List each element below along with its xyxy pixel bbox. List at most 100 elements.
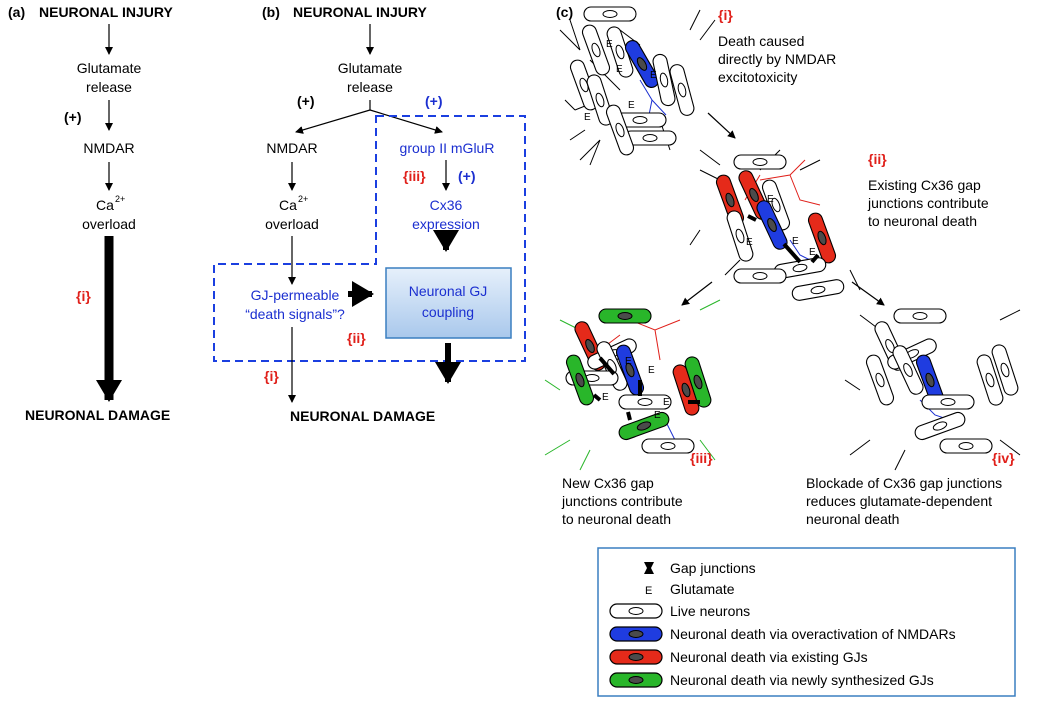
panel-c-text-iv-3: neuronal death <box>806 511 899 527</box>
glutamate-e-label: E <box>663 397 670 408</box>
nmdar-dead-neuron <box>624 39 660 89</box>
gap-junction-icon <box>644 562 654 574</box>
panel-c-text-ii-3: to neuronal death <box>868 213 977 229</box>
nmdar-dead-neuron <box>915 354 945 406</box>
gap-junction <box>626 411 632 421</box>
live-neuron <box>733 268 787 284</box>
panel-a-tag-i: {i} <box>76 288 91 304</box>
blue-neuron-icon <box>609 626 663 642</box>
panel-b-label: (b) <box>262 4 280 20</box>
panel-b-ca: Ca <box>279 197 297 213</box>
glutamate-e-label: E <box>650 70 657 81</box>
panel-b-plus-blue-top: (+) <box>425 93 443 109</box>
panel-a-ca: Ca <box>96 197 114 213</box>
panel-c-text-ii-1: Existing Cx36 gap <box>868 177 981 193</box>
gj-coupling-box <box>385 267 512 339</box>
panel-c-text-iii-2: junctions contribute <box>561 493 683 509</box>
glutamate-e-label: E <box>746 237 753 248</box>
live-neuron <box>605 104 635 156</box>
glutamate-e-label: E <box>625 356 632 367</box>
panel-b-expression: expression <box>412 216 480 232</box>
panel-c-text-iv-1: Blockade of Cx36 gap junctions <box>806 475 1002 491</box>
panel-b-overload: overload <box>265 216 319 232</box>
live-neuron <box>641 438 695 454</box>
panel-c-text-i-1: Death caused <box>718 33 804 49</box>
panel-a: (a) NEURONAL INJURY Glutamate release (+… <box>8 4 173 423</box>
glutamate-e-label: E <box>654 410 661 421</box>
panel-c-text-ii-2: junctions contribute <box>867 195 989 211</box>
panel-c-text-iii-1: New Cx36 gap <box>562 475 654 491</box>
legend-label-glutamate: Glutamate <box>670 581 735 597</box>
panel-a-ca-sup: 2+ <box>115 194 125 204</box>
green-neuron-icon <box>609 672 663 688</box>
gap-junction <box>782 242 802 264</box>
panel-b-nmdar: NMDAR <box>266 140 317 156</box>
live-neuron <box>613 112 667 128</box>
panel-b: (b) NEURONAL INJURY Glutamate release (+… <box>213 4 526 424</box>
panel-b-glutamate: Glutamate <box>338 60 403 76</box>
glutamate-e-label: E <box>602 392 609 403</box>
live-neuron <box>733 154 787 170</box>
gj-pathway-dashed-region <box>213 115 526 362</box>
live-neuron <box>914 411 966 441</box>
glutamate-e-icon: E <box>645 585 652 597</box>
glutamate-e-label: E <box>767 194 774 205</box>
live-neuron <box>976 354 1004 406</box>
panel-b-damage: NEURONAL DAMAGE <box>290 408 435 424</box>
live-neuron <box>791 279 845 301</box>
panel-c-text-i-2: directly by NMDAR <box>718 51 836 67</box>
legend-label-new-gj-death: Neuronal death via newly synthesized GJs <box>670 672 934 688</box>
panel-b-gj-signal-2: “death signals”? <box>245 306 345 322</box>
nmdar-dead-neuron <box>756 200 788 250</box>
panel-b-release: release <box>347 79 393 95</box>
live-neuron <box>583 6 637 22</box>
gap-junction <box>598 356 616 376</box>
panel-b-gj-signal-1: GJ-permeable <box>251 287 340 303</box>
panel-b-plus-blue-mid: (+) <box>458 168 476 184</box>
panel-b-tag-ii: {ii} <box>347 330 366 346</box>
glutamate-e-label: E <box>628 100 635 111</box>
live-neuron-icon <box>609 603 663 619</box>
live-neuron <box>921 394 975 410</box>
panel-b-tag-i: {i} <box>264 368 279 384</box>
legend-box <box>597 547 1016 697</box>
panel-b-coupling-2: coupling <box>422 304 474 320</box>
panel-b-tag-iii: {iii} <box>403 168 426 184</box>
glutamate-e-label: E <box>792 236 799 247</box>
live-neuron <box>596 341 628 391</box>
panel-b-mglur: group II mGluR <box>400 140 495 156</box>
glutamate-e-label: E <box>616 64 623 75</box>
panel-b-coupling-1: Neuronal GJ <box>409 283 488 299</box>
panel-b-cx36: Cx36 <box>430 197 463 213</box>
legend: Gap junctions E Glutamate Live neurons N… <box>597 547 1016 697</box>
live-neuron <box>726 210 754 262</box>
legend-label-nmdar-death: Neuronal death via overactivation of NMD… <box>670 626 956 642</box>
panel-a-damage: NEURONAL DAMAGE <box>25 407 170 423</box>
panel-a-nmdar: NMDAR <box>83 140 134 156</box>
live-neuron <box>893 308 947 324</box>
live-neuron <box>892 345 924 395</box>
live-neuron <box>865 354 895 406</box>
legend-label-existing-gj-death: Neuronal death via existing GJs <box>670 649 868 665</box>
live-neuron <box>581 24 611 76</box>
live-neuron <box>939 438 993 454</box>
panel-c-tag-ii: {ii} <box>868 151 887 167</box>
nmdar-dead-neuron <box>615 344 645 396</box>
panel-c-label: (c) <box>556 4 573 20</box>
panel-b-plus-black: (+) <box>297 93 315 109</box>
legend-label-gap-junctions: Gap junctions <box>670 560 756 576</box>
live-neuron <box>991 344 1019 396</box>
new-gj-dead-neuron <box>684 356 712 408</box>
panel-b-title: NEURONAL INJURY <box>293 4 427 20</box>
panel-a-label: (a) <box>8 4 25 20</box>
panel-a-title: NEURONAL INJURY <box>39 4 173 20</box>
panel-c-tag-i: {i} <box>718 7 733 23</box>
glutamate-e-label: E <box>809 247 816 258</box>
glutamate-e-label: E <box>606 39 613 50</box>
new-gj-dead-neuron <box>618 411 670 441</box>
panel-c-text-iv-2: reduces glutamate-dependent <box>806 493 992 509</box>
glutamate-e-label: E <box>584 112 591 123</box>
gap-junction <box>810 253 820 264</box>
gap-junction <box>747 214 757 222</box>
